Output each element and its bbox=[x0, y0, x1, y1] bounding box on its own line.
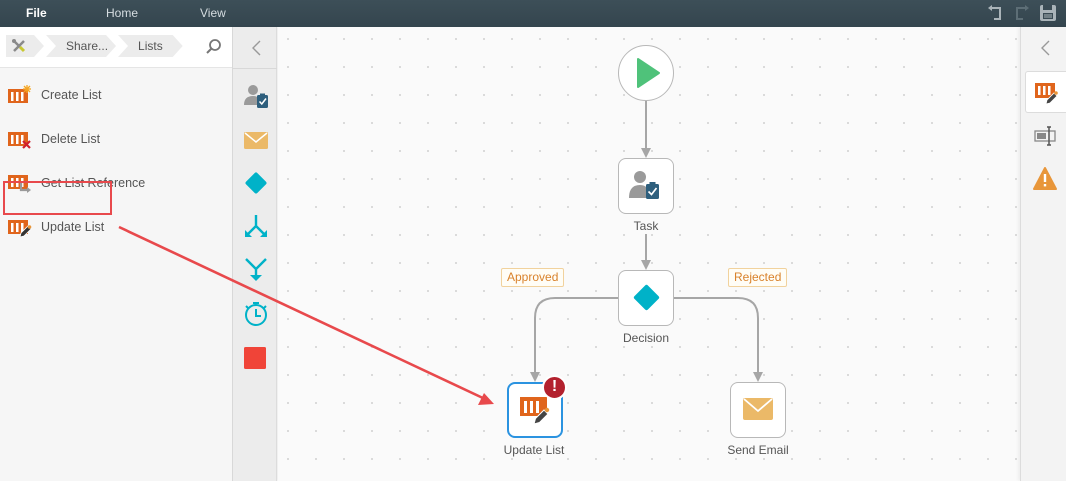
send-email-node[interactable] bbox=[730, 382, 786, 438]
error-badge[interactable]: ! bbox=[542, 375, 567, 400]
breadcrumb-item-sharepoint[interactable]: Share... bbox=[46, 35, 116, 57]
branch-label-rejected[interactable]: Rejected bbox=[728, 268, 788, 287]
decision-node-label: Decision bbox=[622, 331, 670, 345]
chevron-left-icon bbox=[252, 40, 261, 56]
tools-icon bbox=[11, 38, 27, 54]
palette-send-email[interactable] bbox=[243, 127, 269, 153]
send-email-node-label: Send Email bbox=[727, 443, 789, 457]
palette-task[interactable] bbox=[243, 83, 269, 109]
breadcrumb-item-lists[interactable]: Lists bbox=[118, 35, 183, 57]
redo-icon[interactable] bbox=[1011, 3, 1031, 23]
collapse-left-panel-button[interactable] bbox=[233, 27, 277, 69]
action-label: Create List bbox=[41, 88, 102, 102]
update-list-node-label: Update List bbox=[503, 443, 565, 457]
decision-icon bbox=[633, 284, 660, 311]
action-delete-list[interactable]: Delete List bbox=[0, 117, 232, 161]
task-icon bbox=[629, 171, 659, 199]
menu-home[interactable]: Home bbox=[106, 6, 139, 20]
update-list-icon bbox=[8, 217, 32, 237]
menu-file[interactable]: File bbox=[26, 6, 47, 20]
breadcrumb: Share... Lists bbox=[0, 27, 232, 68]
decision-node[interactable] bbox=[618, 270, 674, 326]
palette-merge[interactable] bbox=[243, 257, 269, 283]
search-icon[interactable] bbox=[205, 38, 223, 56]
action-update-list[interactable]: Update List bbox=[0, 205, 232, 249]
workflow-canvas[interactable] bbox=[278, 27, 1020, 481]
update-list-icon bbox=[1035, 83, 1058, 105]
update-list-node[interactable] bbox=[507, 382, 563, 438]
properties-panel bbox=[1020, 27, 1066, 481]
action-label: Get List Reference bbox=[41, 176, 146, 190]
collapse-right-panel-button[interactable] bbox=[1021, 27, 1066, 69]
action-label: Delete List bbox=[41, 132, 101, 146]
text-field-icon bbox=[1034, 126, 1056, 146]
save-icon[interactable] bbox=[1038, 3, 1058, 23]
palette-parallel-split[interactable] bbox=[243, 214, 269, 240]
chevron-left-icon bbox=[1041, 40, 1050, 56]
email-icon bbox=[743, 398, 773, 420]
start-node[interactable] bbox=[618, 45, 674, 101]
play-icon bbox=[637, 58, 660, 88]
warning-icon bbox=[1033, 167, 1057, 190]
palette-decision[interactable] bbox=[243, 170, 269, 196]
stop-icon bbox=[244, 347, 266, 369]
timer-icon bbox=[245, 302, 267, 326]
palette-timer[interactable] bbox=[243, 301, 269, 327]
merge-icon bbox=[245, 258, 267, 281]
menu-view[interactable]: View bbox=[200, 6, 226, 20]
action-label: Update List bbox=[41, 220, 105, 234]
breadcrumb-root[interactable] bbox=[6, 35, 44, 57]
delete-list-icon bbox=[8, 129, 32, 149]
action-create-list[interactable]: Create List bbox=[0, 73, 232, 117]
properties-tab-warnings[interactable] bbox=[1025, 159, 1066, 201]
undo-icon[interactable] bbox=[986, 3, 1006, 23]
task-node-label: Task bbox=[633, 219, 659, 233]
annotation-highlight-box bbox=[3, 181, 112, 215]
split-icon bbox=[245, 215, 267, 237]
task-node[interactable] bbox=[618, 158, 674, 214]
workflow-palette bbox=[233, 27, 277, 481]
properties-tab-labels[interactable] bbox=[1025, 117, 1066, 159]
task-icon bbox=[244, 85, 268, 108]
create-list-icon bbox=[8, 85, 32, 105]
email-icon bbox=[244, 132, 268, 149]
palette-stop[interactable] bbox=[243, 345, 269, 371]
update-list-icon bbox=[520, 397, 550, 425]
top-menu-bar: File Home View bbox=[0, 0, 1066, 27]
branch-label-approved[interactable]: Approved bbox=[501, 268, 565, 287]
action-toolbox-panel: Share... Lists Create List Delete List G… bbox=[0, 27, 233, 481]
properties-tab-action[interactable] bbox=[1025, 71, 1066, 113]
decision-icon bbox=[245, 172, 267, 194]
